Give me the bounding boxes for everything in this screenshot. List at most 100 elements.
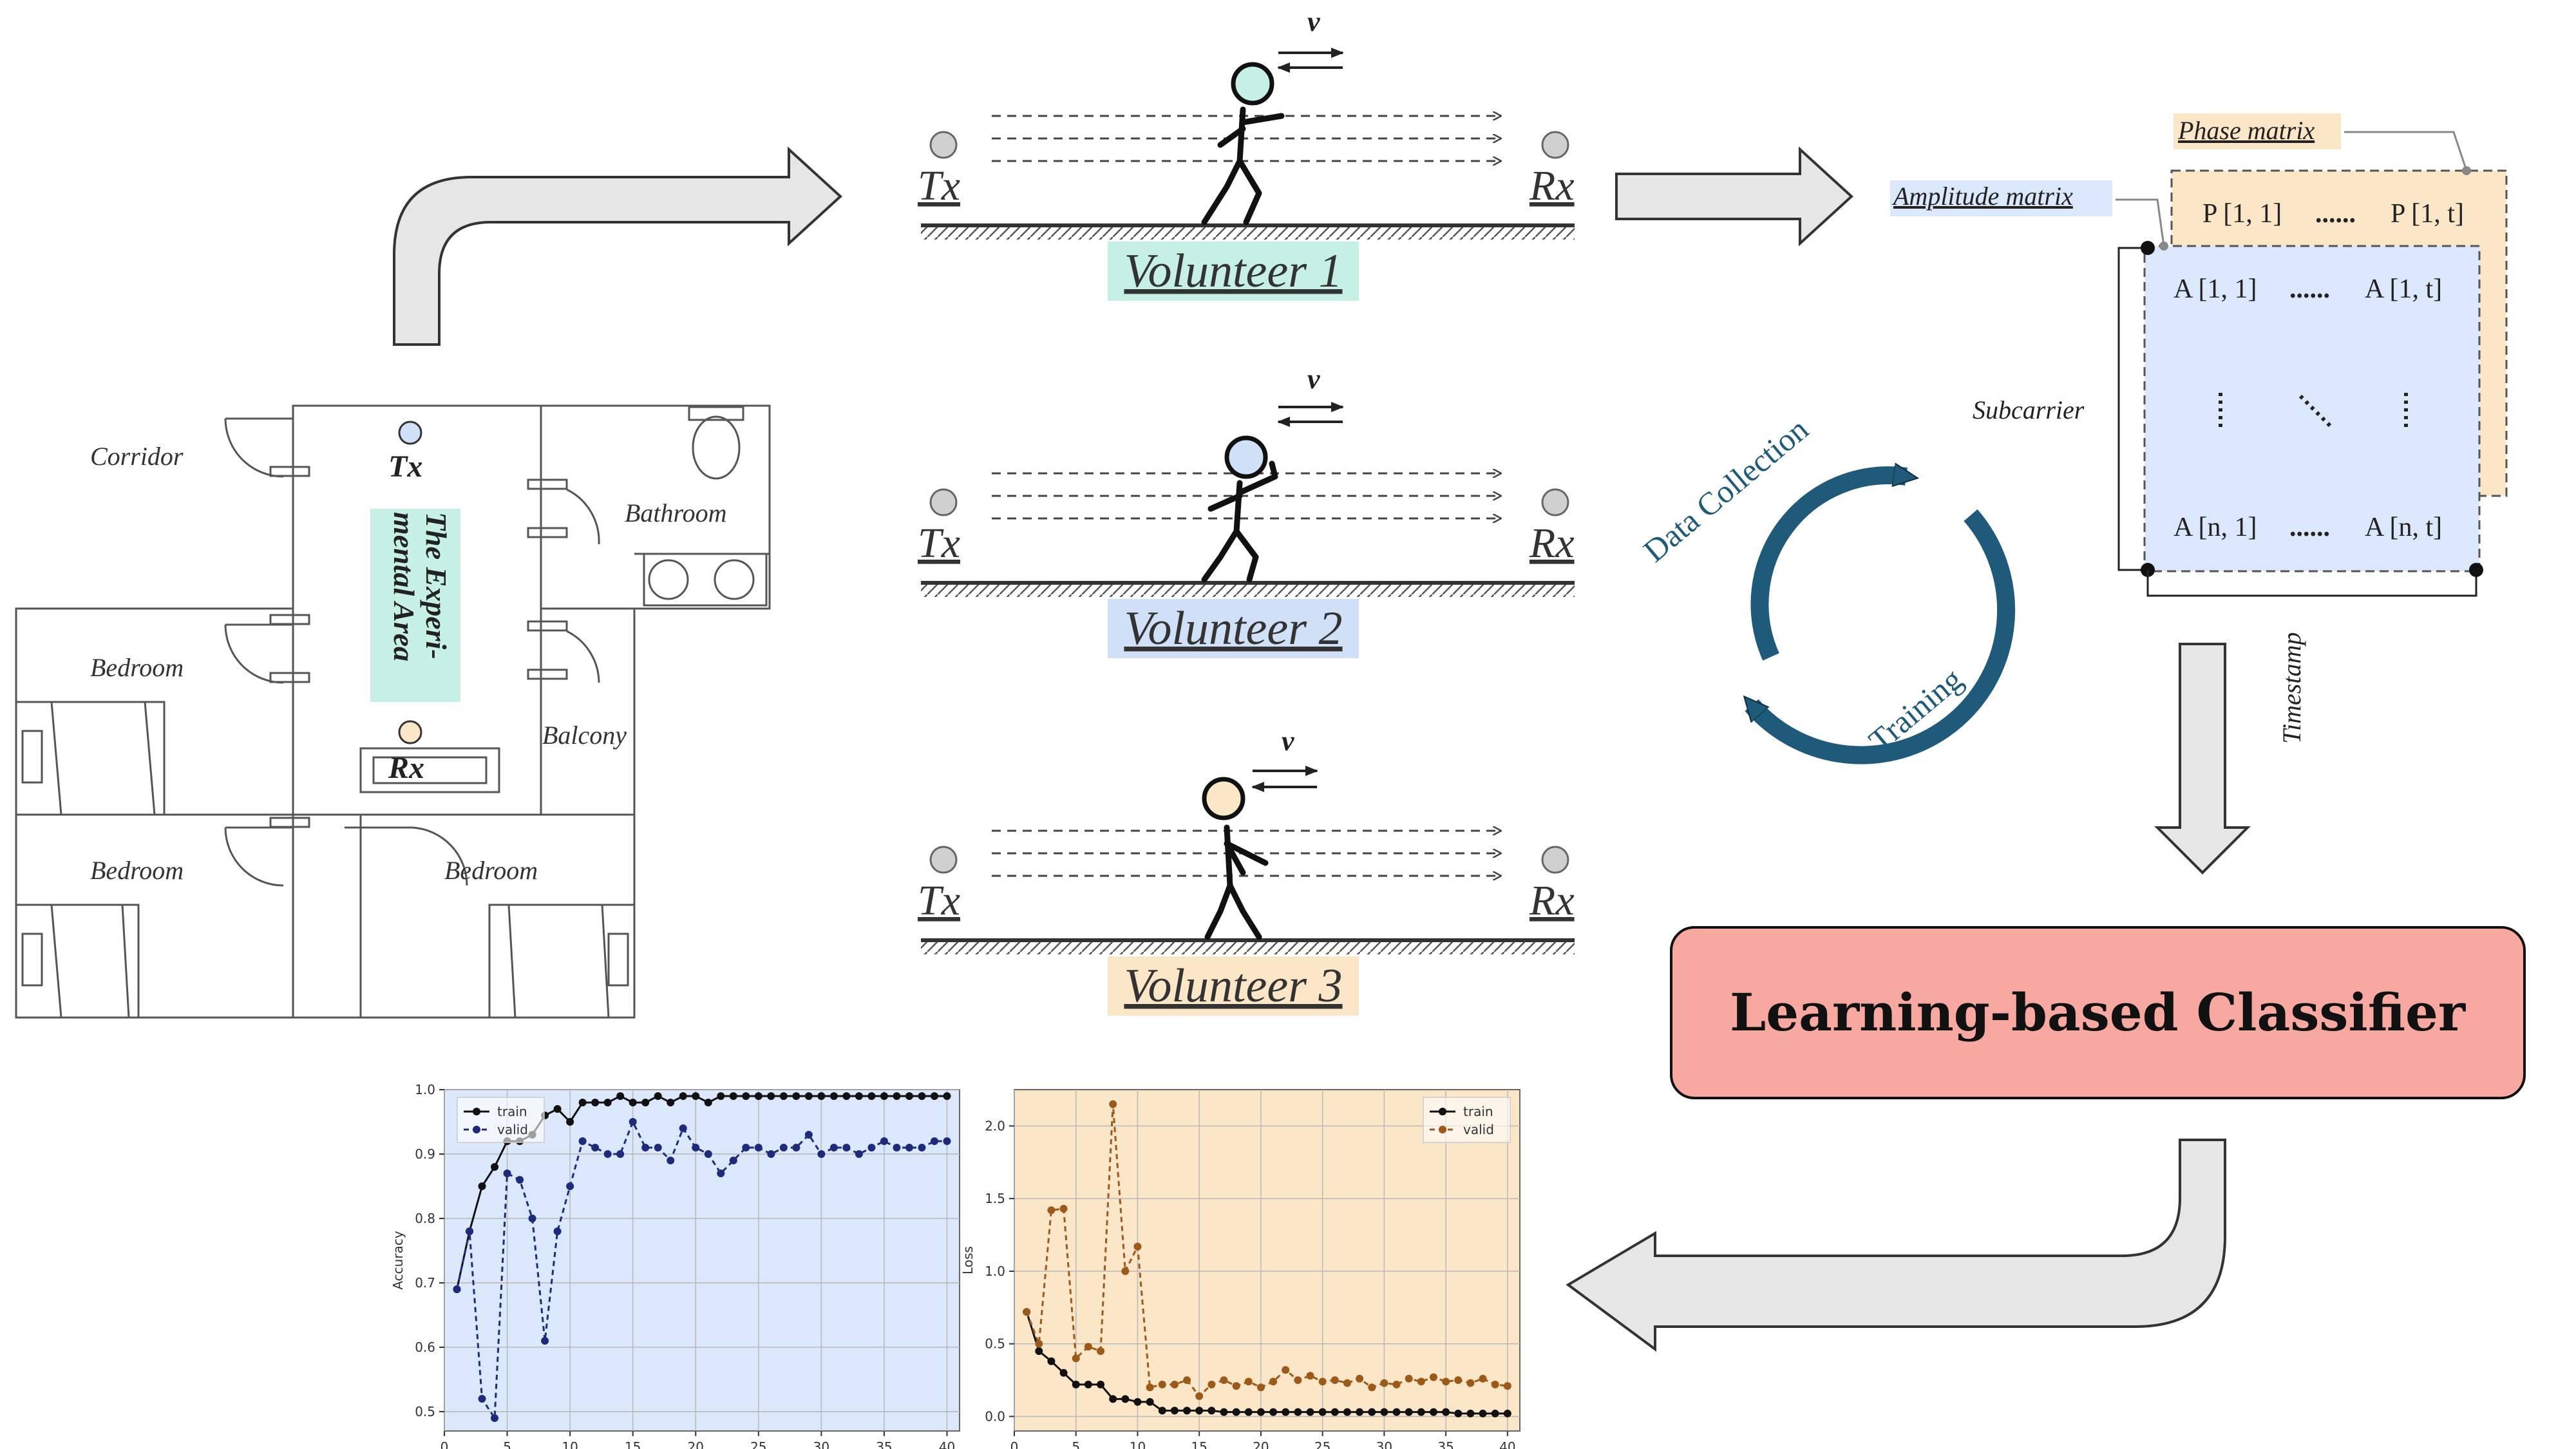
data-point-valid	[1133, 1242, 1142, 1251]
data-point-train	[1368, 1408, 1376, 1416]
x-tick-label: 10	[562, 1439, 578, 1449]
velocity-label: v	[1307, 363, 1320, 395]
data-point-valid	[453, 1285, 461, 1293]
data-point-train	[1442, 1408, 1450, 1416]
x-tick-label: 25	[750, 1439, 766, 1449]
tx-antenna-icon	[929, 846, 958, 874]
data-point-valid	[516, 1176, 524, 1184]
legend-entry-train: train	[1463, 1104, 1493, 1119]
y-axis-label: Loss	[960, 1246, 976, 1274]
tx-label: Tx	[388, 450, 422, 484]
data-point-valid	[654, 1144, 662, 1151]
leg-left	[1201, 158, 1243, 225]
cell-an1: A [n, 1]	[2174, 513, 2257, 542]
leg-right	[1236, 158, 1262, 225]
cell-ant: A [n, t]	[2365, 513, 2442, 542]
data-point-valid	[478, 1395, 486, 1403]
data-point-valid	[1244, 1378, 1253, 1386]
data-point-train	[679, 1092, 687, 1100]
legend-marker-train	[1439, 1108, 1446, 1115]
data-point-train	[918, 1092, 926, 1100]
legend-entry-train: train	[497, 1104, 527, 1119]
data-point-train	[641, 1099, 650, 1106]
arm-back	[1217, 126, 1246, 148]
data-point-valid	[880, 1137, 888, 1145]
leg-right	[1227, 882, 1262, 940]
ground-hatch	[921, 225, 1575, 240]
phase-matrix-label: Phase matrix	[2177, 116, 2315, 145]
data-point-train	[742, 1092, 750, 1100]
cell-p-dots: ......	[2315, 199, 2356, 229]
data-point-valid	[541, 1337, 549, 1345]
data-point-train	[1121, 1395, 1130, 1403]
data-point-train	[1491, 1409, 1499, 1417]
amplitude-matrix-label: Amplitude matrix	[1891, 182, 2073, 211]
data-point-train	[1331, 1408, 1339, 1416]
volunteer-label-bg	[1108, 242, 1359, 301]
phase-label-bg	[2174, 113, 2341, 149]
data-point-valid	[1183, 1376, 1191, 1385]
subcarrier-axis	[2117, 247, 2148, 571]
data-point-valid	[1392, 1380, 1401, 1388]
y-tick-label: 1.0	[415, 1082, 435, 1097]
data-point-train	[1343, 1408, 1351, 1416]
leg-right	[1233, 528, 1259, 583]
legend-entry-valid: valid	[1463, 1122, 1494, 1137]
data-point-valid	[1232, 1382, 1240, 1390]
x-tick-label: 0	[440, 1439, 449, 1449]
rx-label: Rx	[1529, 877, 1575, 924]
x-tick-label: 35	[876, 1439, 892, 1449]
x-tick-label: 20	[1253, 1439, 1269, 1449]
data-point-valid	[1380, 1379, 1388, 1387]
data-point-train	[842, 1092, 851, 1100]
room-label-bedroom-bottom-right: Bedroom	[444, 856, 538, 885]
data-point-train	[1109, 1395, 1117, 1403]
stick-figure-icon	[1201, 435, 1278, 583]
x-tick-label: 20	[688, 1439, 704, 1449]
x-tick-label: 5	[1072, 1439, 1080, 1449]
y-tick-label: 0.7	[415, 1275, 435, 1291]
data-point-train	[817, 1092, 826, 1100]
data-point-valid	[491, 1414, 499, 1422]
rx-antenna-icon	[1541, 131, 1569, 159]
arm-front	[1236, 460, 1278, 496]
arm-back	[1208, 493, 1243, 512]
volunteer-label: Volunteer 3	[1124, 960, 1342, 1012]
data-point-train	[1429, 1408, 1437, 1416]
y-tick-label: 0.8	[415, 1211, 435, 1226]
x-tick-label: 15	[625, 1439, 641, 1449]
data-point-valid	[905, 1144, 913, 1151]
data-point-valid	[1343, 1379, 1351, 1387]
data-point-train	[1417, 1408, 1425, 1416]
y-tick-label: 0.0	[985, 1408, 1005, 1424]
data-point-valid	[1417, 1378, 1425, 1386]
x-tick-label: 30	[813, 1439, 829, 1449]
data-point-valid	[1442, 1378, 1450, 1386]
data-point-valid	[767, 1150, 775, 1158]
data-point-train	[930, 1092, 938, 1100]
data-point-valid	[1466, 1379, 1475, 1387]
y-tick-label: 2.0	[985, 1118, 1005, 1133]
data-point-train	[880, 1092, 888, 1100]
experimental-area-line1: The Experi-	[420, 512, 453, 659]
data-point-train	[1466, 1409, 1475, 1417]
data-point-train	[1035, 1347, 1043, 1355]
velocity-label: v	[1282, 725, 1294, 757]
data-point-valid	[867, 1144, 876, 1151]
data-point-valid	[679, 1124, 687, 1132]
x-tick-label: 40	[939, 1439, 955, 1449]
data-point-valid	[553, 1227, 562, 1235]
data-point-train	[491, 1163, 499, 1171]
data-point-valid	[1072, 1354, 1080, 1363]
volunteer-label: Volunteer 1	[1124, 245, 1342, 298]
data-point-train	[704, 1099, 712, 1106]
cell-a11: A [1, 1]	[2174, 274, 2257, 304]
data-point-train	[1269, 1408, 1278, 1416]
data-point-valid	[893, 1144, 901, 1151]
csi-matrix: Phase matrix Amplitude matrix P [1, 1] .…	[1890, 113, 2508, 744]
rx-antenna-icon	[1541, 488, 1569, 516]
tx-antenna-icon	[929, 488, 958, 516]
data-point-train	[591, 1099, 600, 1106]
data-point-valid	[1503, 1382, 1511, 1390]
